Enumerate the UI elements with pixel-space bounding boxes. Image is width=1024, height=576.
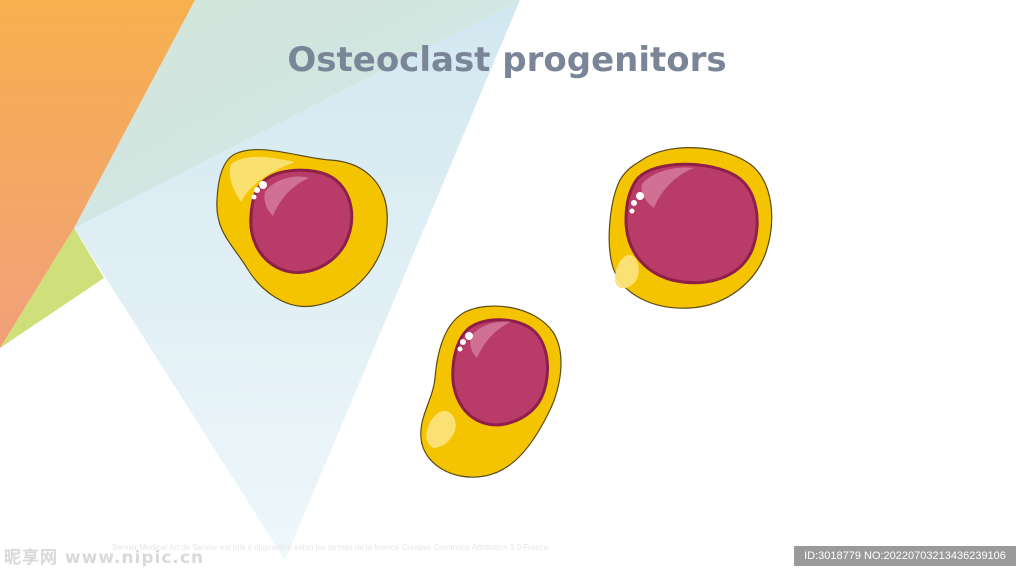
vesicle-dot <box>457 346 463 352</box>
image-id-bar: ID:3018779 NO:20220703213436239106 <box>794 546 1016 566</box>
slide-title: Osteoclast progenitors <box>287 40 727 80</box>
osteoclast-progenitor-cell-right <box>608 147 773 309</box>
cytoplasm-highlight-shape <box>229 156 295 202</box>
vesicle-dot <box>629 208 635 214</box>
lime-triangle-shape <box>0 228 104 348</box>
nucleus-highlight-shape <box>264 176 309 216</box>
green-band-shape <box>74 0 520 228</box>
nucleus-highlight-shape <box>470 321 511 358</box>
license-credit: Servier Medical Art de Servier est mis à… <box>112 543 549 552</box>
vesicle-dot <box>631 200 637 206</box>
vesicle-dot <box>636 192 644 200</box>
vesicle-dot <box>251 194 257 200</box>
nucleus-highlight-shape <box>641 167 694 208</box>
vesicle-dot <box>460 339 466 345</box>
cytoplasm-highlight-shape <box>614 254 639 289</box>
vesicle-dot <box>465 332 473 340</box>
orange-band-shape <box>0 0 195 348</box>
osteoclast-progenitor-cell-left <box>216 148 388 308</box>
cytoplasm-highlight-shape <box>426 410 456 448</box>
osteoclast-progenitor-cell-bottom <box>420 305 562 478</box>
vesicle-dot <box>254 187 260 193</box>
vesicle-dot <box>259 181 267 189</box>
site-watermark: 昵享网 www.nipic.cn <box>4 548 205 568</box>
